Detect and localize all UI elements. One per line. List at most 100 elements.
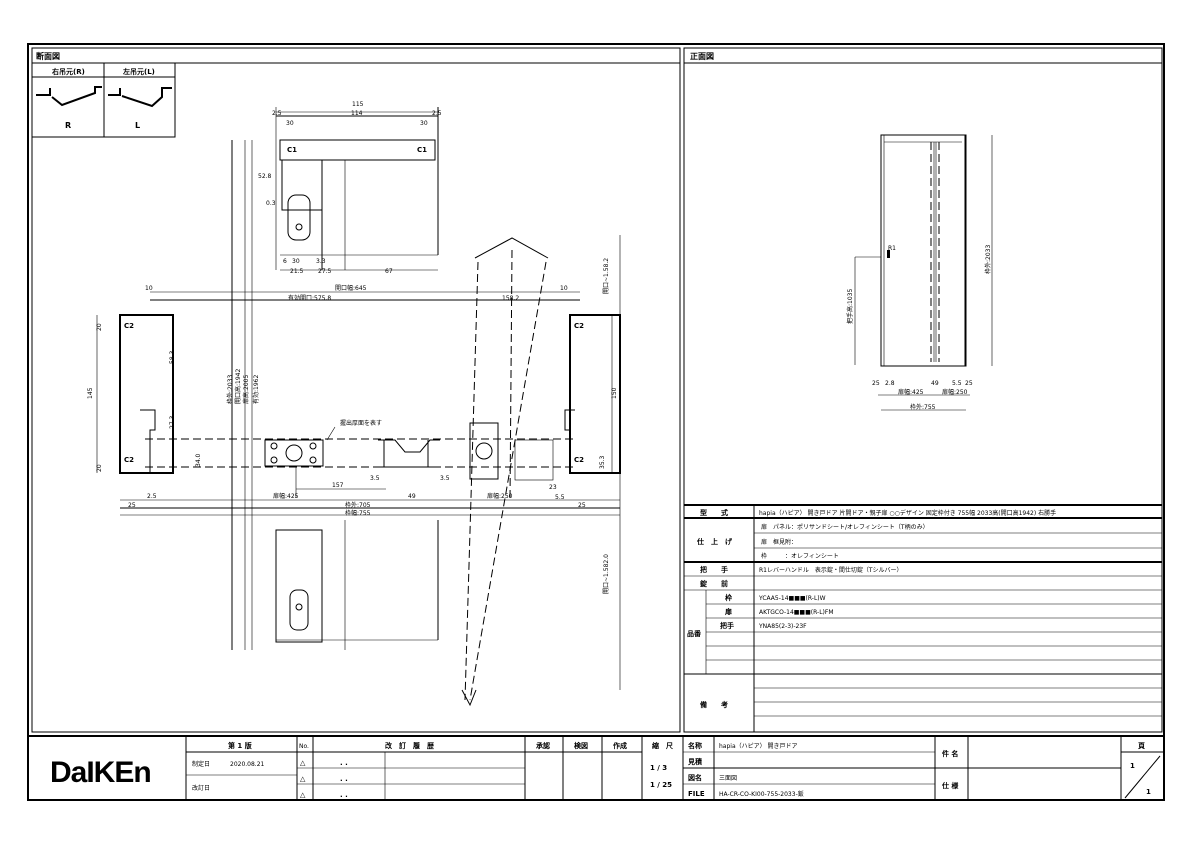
sheet-border [27, 43, 1165, 801]
dimension-label: 114 [351, 110, 363, 117]
dimension-label: 頁 [1138, 742, 1145, 750]
dimension-label: 把手 [720, 621, 734, 630]
dimension-label: 検図 [574, 741, 588, 750]
dimension-label: 2.5 [147, 493, 157, 500]
dimension-label: 10 [560, 285, 568, 292]
title-block: DaIKEn 第 1 版 制定日 2020.08.21 改訂日 No. 改 訂 … [27, 735, 1165, 801]
dimension-label: 3.3 [316, 258, 326, 265]
dimension-label: No. [299, 743, 309, 750]
dimension-label: 1 [1146, 788, 1151, 796]
dimension-label: 制定日 [192, 760, 210, 768]
dimension-label: 145 [87, 387, 94, 399]
dimension-label: 30 [286, 120, 294, 127]
dimension-label: 20 [96, 464, 103, 472]
handle-plate [469, 422, 499, 480]
dimension-label: C2 [124, 322, 134, 330]
dimension-label: 三面図 [719, 775, 737, 782]
dimension-label: AKTGCO-14■■■(R-L)FM [759, 609, 834, 616]
dimension-label: 型 式 [700, 508, 728, 517]
dimension-label: 25 [872, 380, 880, 387]
dimension-label: 30 [292, 258, 300, 265]
dimension-label: 27.5 [318, 268, 332, 275]
pivot-detail [378, 439, 440, 468]
dimension-label: 67 [385, 268, 393, 275]
dimension-label: 115 [352, 101, 364, 108]
dimension-label: 枠幅:755 [345, 509, 371, 517]
section-view-title: 断面図 [36, 51, 60, 61]
dimension-label: 扉 パネル：ポリサンドシート/オレフィンシート（T柄のみ） [761, 523, 929, 531]
dimension-label: 枠外:705 [345, 501, 371, 509]
dimension-label: 扉幅:425 [273, 492, 299, 500]
dimension-label: 備 考 [700, 700, 728, 709]
hinge-plate [264, 439, 324, 467]
dimension-label: 改訂日 [192, 784, 210, 792]
dimension-label: 5.5 [952, 380, 962, 387]
dimension-label: FILE [688, 790, 705, 798]
dimension-label: 有効:1962 [252, 375, 260, 404]
dimension-label: . . [340, 759, 348, 767]
dimension-label: 5.5 [555, 494, 565, 501]
front-view-title: 正面図 [690, 52, 714, 61]
left-hinge-mark: L [135, 121, 140, 130]
dimension-label: . . [340, 775, 348, 783]
dimension-label: C1 [287, 146, 297, 154]
dimension-label: HA-CR-CO-KI00-755-2033-鈑 [719, 790, 804, 798]
dimension-label: 件 名 [942, 749, 958, 758]
dimension-label: 作成 [613, 741, 627, 750]
dimension-label: 第 1 版 [228, 741, 252, 750]
dimension-label: 6 [283, 258, 287, 265]
frame-outline [880, 134, 967, 367]
dimension-label: 承認 [536, 741, 550, 750]
left-hinge-label: 左吊元(L) [122, 67, 155, 76]
dimension-label: 有効開口:575.8 [288, 294, 331, 302]
handle-icon [887, 250, 890, 258]
dimension-label: R1レバーハンドル 表示錠・間仕切錠（Tシルバー） [759, 566, 903, 574]
dimension-label: R1 [888, 245, 896, 252]
dimension-label: 仕 上 げ [696, 537, 733, 546]
dimension-label: 扉幅:250 [942, 388, 968, 396]
dimension-label: 27.3 [169, 415, 176, 429]
dimension-label: 扉 [724, 607, 732, 616]
daiken-logo: DaIKEn [50, 756, 151, 789]
dimension-label: 把 手 [700, 565, 728, 574]
dimension-label: 2.8 [885, 380, 895, 387]
sill-section-detail [275, 520, 439, 650]
dimension-label: 名称 [688, 741, 702, 750]
dimension-label: 25 [965, 380, 973, 387]
right-hinge-symbol [36, 86, 102, 107]
dimension-label: 開口高:1942 [234, 369, 242, 404]
right-hinge-label: 右吊元(R) [51, 67, 85, 76]
dimension-label: 縮 尺 [652, 741, 673, 750]
head-section-detail: 115 114 2.5 2.5 30 30 C1 C1 52.8 0.3 30 … [231, 101, 442, 650]
dimension-label: 2020.08.21 [230, 761, 265, 768]
dimension-label: △ [300, 791, 306, 799]
dimension-label: 3.5 [370, 475, 380, 482]
section-view-panel: 断面図 右吊元(R) 左吊元(L) R L 115 114 [31, 47, 681, 733]
dimension-label: 0.3 [266, 200, 276, 207]
dimension-label: 25 [578, 502, 586, 509]
dimension-label: 見積 [687, 757, 703, 766]
dimension-label: 3.5 [440, 475, 450, 482]
dimension-label: 扉幅:250 [487, 492, 513, 500]
dimension-label: C2 [124, 456, 134, 464]
dimension-label: 1 / 25 [650, 781, 672, 789]
dimension-label: 25 [128, 502, 136, 509]
dimension-label: 2.5 [272, 110, 282, 117]
dimension-label: △ [300, 775, 306, 783]
dimension-label: 開口幅:645 [335, 284, 367, 292]
dimension-label: 改 訂 履 歴 [385, 741, 434, 750]
plan-section-detail: 開口幅:645 有効開口:575.8 158.2 10 10 C2 C2 C2 … [87, 284, 621, 517]
dimension-label: 仕 様 [941, 781, 959, 790]
dimension-label: 枠 [725, 593, 732, 602]
dimension-label: 枠外:755 [910, 403, 936, 411]
front-view-panel: 正面図 R1 枠外:2033 把手高:1035 25 2.8 49 5.5 25… [683, 47, 1163, 733]
spec-table: 型 式 hapia（ハピア） 開き戸ドア 片開ドア・親子扉 ○○デザイン 固定枠… [684, 504, 1162, 732]
dimension-label: 錠 前 [700, 579, 728, 588]
dimension-label: 158.2 [502, 295, 519, 302]
dimension-label: 把手高:1035 [846, 289, 854, 324]
dimension-label: C2 [574, 456, 584, 464]
type-value: hapia（ハピア） 開き戸ドア 片開ドア・親子扉 ○○デザイン 固定枠付き 7… [759, 509, 1056, 517]
dimension-label: 2.5 [432, 110, 442, 117]
dimension-label: 34.0 [195, 453, 202, 467]
